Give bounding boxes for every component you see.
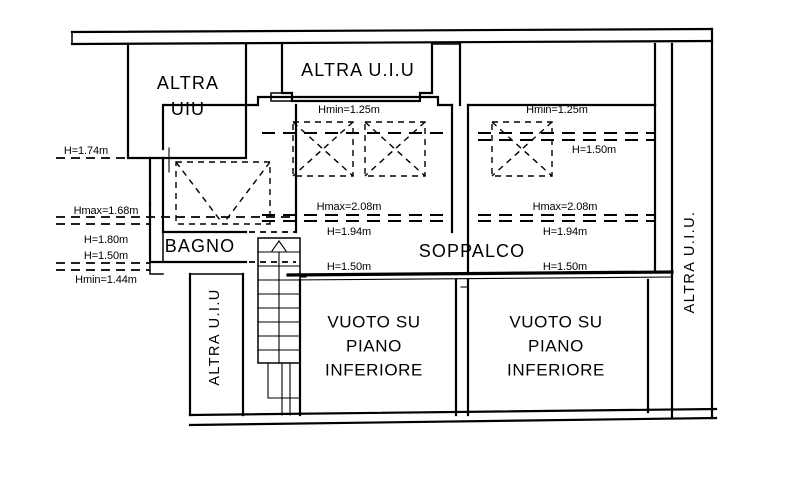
wall-soppalco-edge-2 bbox=[287, 276, 673, 281]
left-wing-walls bbox=[148, 156, 248, 275]
skylight-center-1 bbox=[292, 121, 354, 177]
dimension-label-h-180: H=1.80m bbox=[84, 234, 128, 246]
room-label-vuoto-right-line1: VUOTO SU bbox=[509, 312, 602, 331]
room-label-soppalco: SOPPALCO bbox=[419, 241, 526, 261]
skylight-right-1-diag-b bbox=[491, 121, 553, 177]
dimension-label-hmin-125-right: Hmin=1.25m bbox=[526, 104, 588, 116]
vertical-label-altra-uiu-left: ALTRA U.I.U bbox=[207, 288, 223, 385]
room-label-vuoto-right-line2: PIANO bbox=[528, 336, 584, 355]
wall-center-top bbox=[161, 95, 454, 151]
skylight-center-2 bbox=[364, 121, 426, 177]
wall-bottom-outer bbox=[188, 416, 718, 427]
room-vuoto-right bbox=[460, 278, 650, 417]
skylight-right-1-diag-a bbox=[491, 121, 553, 177]
room-label-vuoto-right-line3: INFERIORE bbox=[507, 360, 605, 379]
room-vuoto-left bbox=[298, 278, 458, 417]
dimension-label-h-150-right-upper: H=1.50m bbox=[572, 144, 616, 156]
dimension-label-hmin-144: Hmin=1.44m bbox=[75, 274, 137, 286]
skylight-center-2-diag-b bbox=[364, 121, 426, 177]
dimension-label-h-174: H=1.74m bbox=[64, 145, 108, 157]
wall-altra-uiu-top-box bbox=[280, 42, 434, 103]
skylight-right-1 bbox=[491, 121, 553, 177]
dimension-label-hmin-125-center: Hmin=1.25m bbox=[318, 104, 380, 116]
dimension-label-hmax-208-right: Hmax=2.08m bbox=[533, 201, 598, 213]
dimension-label-h-194-center: H=1.94m bbox=[327, 226, 371, 238]
room-label-altra-uiu-left-line2: UIU bbox=[171, 99, 205, 119]
outer-walls bbox=[70, 27, 718, 427]
dimension-label-hmax-168: Hmax=1.68m bbox=[74, 205, 139, 217]
bagno-hatch-diag-a bbox=[175, 161, 224, 225]
left-corridor-walls bbox=[188, 272, 245, 417]
stair-up-arrow-icon bbox=[271, 240, 287, 252]
skylight-center-1-diag-b bbox=[292, 121, 354, 177]
soppalco-floor-line bbox=[286, 270, 674, 281]
skylight-center-1-diag-a bbox=[292, 121, 354, 177]
bagno-dashed-outline bbox=[172, 231, 296, 263]
room-label-bagno: BAGNO bbox=[165, 236, 236, 256]
room-label-altra-uiu-left-line1: ALTRA bbox=[157, 73, 219, 93]
bagno-slope-hatch bbox=[175, 161, 271, 225]
dimension-label-h-150-right-lower: H=1.50m bbox=[543, 261, 587, 273]
center-block-walls bbox=[161, 95, 454, 234]
dimension-label-hmax-208-center: Hmax=2.08m bbox=[317, 201, 382, 213]
room-label-vuoto-left-line1: VUOTO SU bbox=[327, 312, 420, 331]
wall-top-outer bbox=[70, 27, 714, 34]
room-label-vuoto-left-line3: INFERIORE bbox=[325, 360, 423, 379]
skylight-center-2-diag-a bbox=[364, 121, 426, 177]
staircase bbox=[257, 237, 307, 416]
skylight-right-1-outline bbox=[491, 121, 553, 177]
room-label-altra-uiu-top: ALTRA U.I.U bbox=[301, 60, 415, 80]
wall-top-inner bbox=[70, 39, 714, 46]
wall-left-wing-foot bbox=[149, 261, 164, 275]
skylight-center-2-outline bbox=[364, 121, 426, 177]
stair-landing-left bbox=[267, 362, 301, 399]
bagno-hatch-outline bbox=[175, 161, 271, 225]
roof-slope-lines-center bbox=[262, 132, 452, 222]
wall-soppalco-edge bbox=[286, 270, 674, 277]
vertical-label-altra-uiu-right: ALTRA U.I.U. bbox=[682, 211, 698, 314]
dimension-label-h-150-center: H=1.50m bbox=[327, 261, 371, 273]
dimension-label-h-150-left: H=1.50m bbox=[84, 250, 128, 262]
dimension-label-h-194-right: H=1.94m bbox=[543, 226, 587, 238]
wall-altra-uiu-left-box bbox=[126, 42, 248, 160]
skylight-center-1-outline bbox=[292, 121, 354, 177]
wall-bottom-inner bbox=[188, 407, 718, 417]
room-label-vuoto-left-line2: PIANO bbox=[346, 336, 402, 355]
walls-right-upper bbox=[431, 42, 657, 107]
roof-slope-lines-right bbox=[478, 132, 655, 222]
bagno-hatch-diag-b bbox=[222, 161, 271, 225]
